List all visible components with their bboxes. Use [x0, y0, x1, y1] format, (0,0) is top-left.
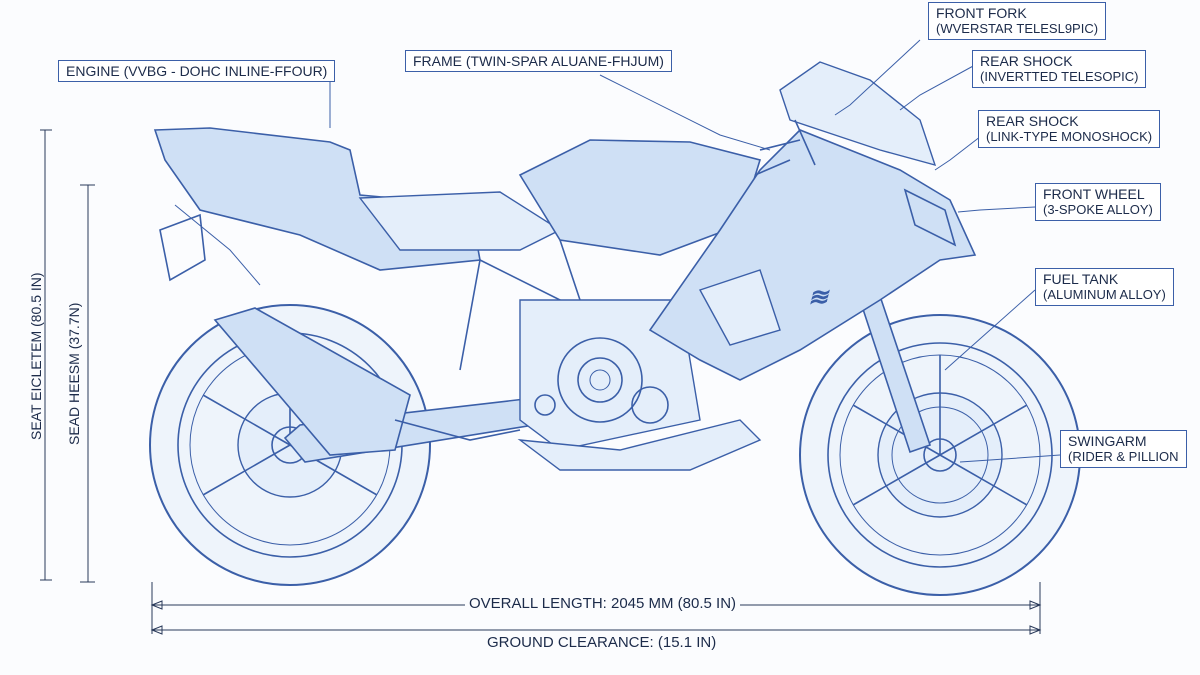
callout-frame-label: FRAME (TWIN-SPAR ALUANE-FHJUM)	[413, 53, 664, 69]
seat	[358, 191, 562, 251]
callout-swingarm-title: SWINGARM	[1068, 433, 1147, 449]
callout-engine-label: ENGINE (VVBG - DOHC INLINE-FFOUR)	[66, 63, 328, 79]
seat-height-label-2: SEAD HEESM (37.7N)	[66, 302, 82, 445]
callout-engine: ENGINE (VVBG - DOHC INLINE-FFOUR)	[58, 60, 336, 82]
callout-rear-shock-link: REAR SHOCK (LINK-TYPE MONOSHOCK)	[978, 110, 1161, 148]
callout-swingarm: SWINGARM (RIDER & PILLION	[1060, 430, 1187, 468]
callout-rear-shock-inverted-subtitle: (INVERTTED TELESOPIC)	[980, 69, 1139, 84]
callout-fuel-tank-subtitle: (ALUMINUM ALLOY)	[1043, 287, 1166, 302]
belly-pan	[517, 419, 762, 471]
callout-front-wheel: FRONT WHEEL (3-SPOKE ALLOY)	[1035, 183, 1161, 221]
callout-fuel-tank: FUEL TANK (ALUMINUM ALLOY)	[1035, 268, 1174, 306]
front-wheel-drawing	[799, 314, 1081, 596]
overall-length-label: OVERALL LENGTH: 2045 MM (80.5 IN)	[465, 595, 741, 612]
callout-front-fork-subtitle: (WVERSTAR TELESL9PIC)	[936, 21, 1099, 36]
callout-front-wheel-subtitle: (3-SPOKE ALLOY)	[1043, 202, 1153, 217]
fairing-logo: ≋	[808, 284, 830, 311]
callout-frame: FRAME (TWIN-SPAR ALUANE-FHJUM)	[405, 50, 672, 72]
callout-fuel-tank-title: FUEL TANK	[1043, 271, 1119, 287]
callout-front-wheel-title: FRONT WHEEL	[1043, 186, 1145, 202]
seat-height-label-1: SEAT EICLETEM (80.5 IN)	[28, 272, 44, 440]
callout-rear-shock-link-title: REAR SHOCK	[986, 113, 1079, 129]
windscreen	[779, 61, 937, 167]
callout-swingarm-subtitle: (RIDER & PILLION	[1068, 449, 1179, 464]
callout-front-fork: FRONT FORK (WVERSTAR TELESL9PIC)	[928, 2, 1107, 40]
handlebar	[754, 119, 816, 176]
callout-rear-shock-link-subtitle: (LINK-TYPE MONOSHOCK)	[986, 129, 1153, 144]
callout-front-fork-title: FRONT FORK	[936, 5, 1027, 21]
ground-clearance-label: GROUND CLEARANCE: (15.1 IN)	[483, 634, 721, 651]
engine-drawing	[519, 299, 701, 451]
fairing-air-intake	[698, 269, 781, 346]
callout-rear-shock-inverted: REAR SHOCK (INVERTTED TELESOPIC)	[972, 50, 1147, 88]
callout-rear-shock-inverted-title: REAR SHOCK	[980, 53, 1073, 69]
